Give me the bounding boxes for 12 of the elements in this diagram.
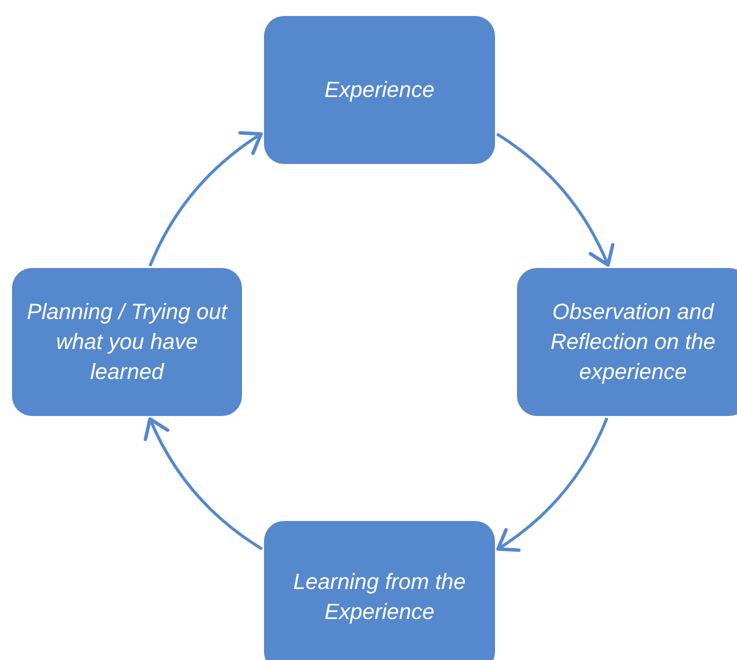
process-box [517, 268, 737, 416]
curved-arrow [496, 417, 608, 552]
curved-arrow [148, 132, 263, 267]
process-box [12, 268, 242, 416]
node-label: Experience [324, 76, 435, 104]
process-box [264, 16, 495, 164]
process-box [264, 521, 495, 660]
curved-arrow [144, 417, 263, 550]
node-label: Learning from the Experience [292, 568, 467, 626]
node-label: Observation and Reflection on the experience [549, 298, 717, 386]
curved-arrow [496, 132, 614, 267]
node-label: Planning / Trying out what you have learned [26, 298, 229, 386]
